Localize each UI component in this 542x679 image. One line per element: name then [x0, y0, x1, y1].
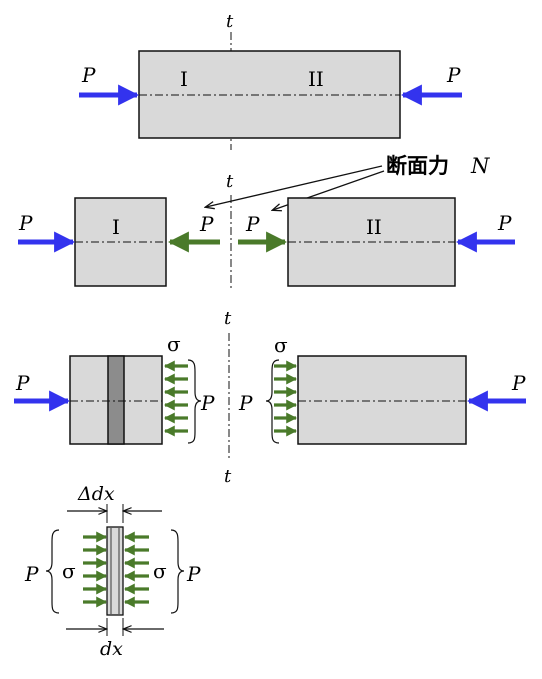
stress-arrows-right	[274, 360, 298, 437]
section-label-t-2: t	[226, 171, 234, 192]
stress-label-left: σ	[167, 332, 181, 356]
free-body-part-one-label: I	[112, 215, 120, 239]
brace-left-of-right-body	[265, 359, 280, 444]
stress-resultant-label-right: P	[238, 391, 253, 415]
section-label-t-4: t	[224, 466, 232, 487]
section-label-t-3: t	[224, 308, 232, 329]
normal-force-title: 断面力	[386, 154, 449, 178]
element-load-label-left: P	[24, 562, 39, 586]
leader-line-to-part-one	[206, 165, 383, 207]
stress-label-right: σ	[274, 333, 288, 357]
part-one-label: I	[180, 67, 188, 91]
element-load-label-right: P	[186, 562, 201, 586]
stress-arrows-left	[163, 360, 188, 437]
load-label-left-2: P	[18, 211, 33, 235]
free-body-part-two-label: II	[366, 215, 382, 239]
brace-element-left	[45, 529, 60, 614]
normal-force-symbol: N	[470, 154, 490, 178]
internal-force-label-part-two: P	[245, 212, 260, 236]
delta-dx-label: Δdx	[77, 483, 115, 505]
load-label-left-1: P	[81, 63, 96, 87]
stress-body-right	[297, 355, 467, 445]
element-dx	[106, 526, 124, 616]
element-stress-arrows-right	[123, 531, 149, 608]
dx-label: dx	[100, 638, 123, 660]
element-slice	[107, 355, 125, 445]
brace-right-of-left-body	[187, 359, 202, 444]
internal-force-label-part-one: P	[199, 212, 214, 236]
section-label-t-1: t	[226, 11, 234, 32]
brace-element-right	[170, 529, 185, 614]
load-label-right-2: P	[497, 211, 512, 235]
stress-resultant-label-left: P	[200, 391, 215, 415]
element-stress-label-left: σ	[62, 559, 76, 583]
element-stress-arrows-left	[83, 531, 108, 608]
element-stress-label-right: σ	[153, 559, 167, 583]
load-label-left-3: P	[15, 371, 30, 395]
part-two-label: II	[308, 67, 324, 91]
load-label-right-1: P	[446, 63, 461, 87]
load-label-right-3: P	[511, 371, 526, 395]
free-body-part-one	[74, 197, 167, 287]
